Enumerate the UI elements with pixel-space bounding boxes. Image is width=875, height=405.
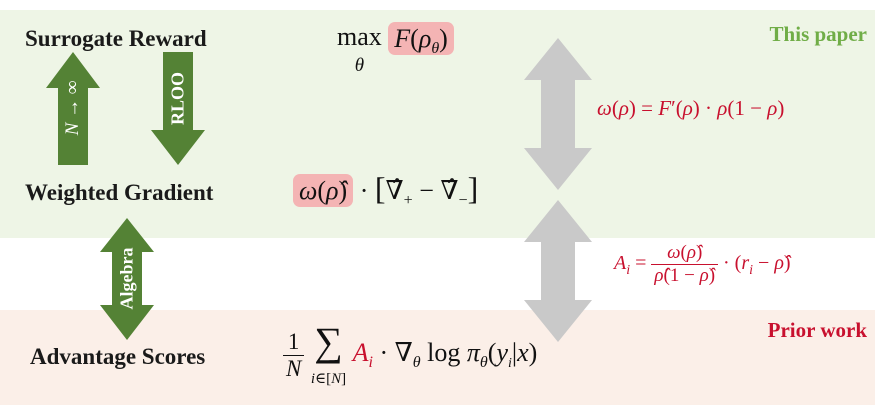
prior-work-tag: Prior work	[767, 318, 867, 342]
advantage-definition: Ai = ω(ρ̂)ρ̂(1 − ρ̂) · (ri − ρ̂)	[614, 242, 791, 286]
algebra-arrow-label: Algebra	[116, 247, 137, 310]
limit-arrow-label: N → ∞	[62, 80, 83, 136]
surrogate-reward-label: Surrogate Reward	[25, 26, 207, 51]
rloo-arrow-down	[151, 52, 205, 165]
prior-work-band	[0, 310, 875, 405]
rloo-arrow-label: RLOO	[167, 72, 188, 126]
weighted-equation: ω(ρ̂) · [∇̂+ − ∇̂−]	[293, 170, 478, 210]
limit-arrow-up	[46, 52, 100, 165]
gray-double-arrow-bottom	[524, 200, 592, 342]
this-paper-tag: This paper	[769, 22, 867, 46]
gray-double-arrow-top	[524, 38, 592, 190]
weighted-gradient-label: Weighted Gradient	[25, 180, 214, 205]
advantage-scores-label: Advantage Scores	[30, 344, 206, 369]
omega-definition: ω(ρ) = F′(ρ) · ρ(1 − ρ)	[597, 96, 785, 120]
algebra-double-arrow	[100, 218, 154, 340]
